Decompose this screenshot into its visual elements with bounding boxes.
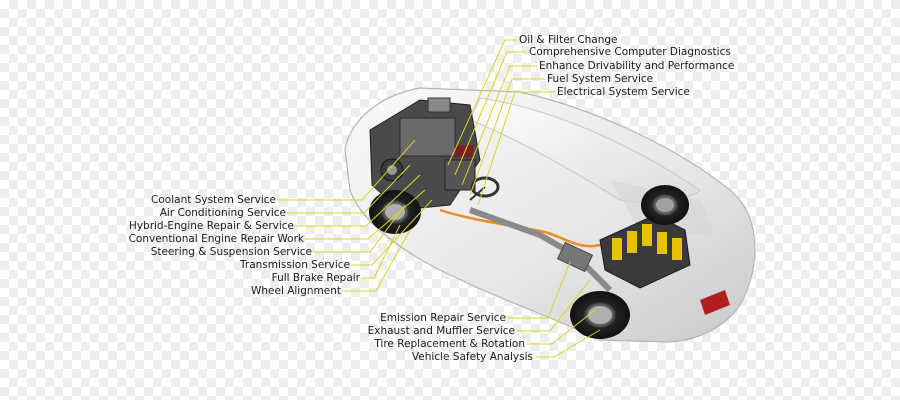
tail-light [700, 290, 730, 315]
rear-right-wheel [641, 185, 689, 225]
leader-lines-bottom-right [508, 261, 601, 358]
label-fuel-system-service: Fuel System Service [547, 73, 654, 85]
label-tire-replacement: Tire Replacement & Rotation [374, 338, 525, 350]
label-drivability-performance: Enhance Drivability and Performance [539, 60, 735, 72]
label-exhaust-muffler: Exhaust and Muffler Service [367, 325, 515, 337]
leader-lines-top-right [447, 39, 555, 206]
label-steering-suspension: Steering & Suspension Service [150, 246, 312, 258]
engine-block [369, 97, 481, 211]
label-coolant-system-service: Coolant System Service [151, 194, 276, 206]
label-computer-diagnostics: Comprehensive Computer Diagnostics [529, 46, 731, 58]
label-full-brake-repair: Full Brake Repair [271, 272, 360, 284]
label-wheel-alignment: Wheel Alignment [250, 285, 341, 297]
battery-pack [599, 214, 691, 289]
steering-wheel [469, 176, 500, 201]
label-air-conditioning-service: Air Conditioning Service [159, 207, 286, 219]
label-vehicle-safety-analysis: Vehicle Safety Analysis [411, 351, 533, 363]
label-hybrid-engine-repair: Hybrid-Engine Repair & Service [128, 220, 294, 232]
leader-lines-left [277, 139, 433, 292]
label-oil-filter-change: Oil & Filter Change [519, 34, 618, 46]
exhaust-pipe [468, 207, 613, 293]
label-conventional-engine-repair: Conventional Engine Repair Work [128, 233, 304, 245]
muffler [556, 241, 594, 273]
rear-left-wheel [570, 291, 630, 339]
front-wheel [369, 190, 421, 234]
label-electrical-system-service: Electrical System Service [557, 86, 690, 98]
label-emission-repair: Emission Repair Service [380, 312, 506, 324]
label-transmission-service: Transmission Service [240, 259, 350, 271]
